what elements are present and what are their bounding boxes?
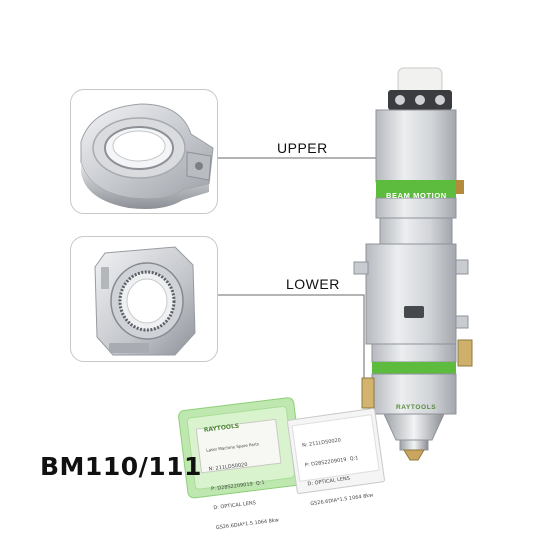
green-box-subtitle: Laser Machine Spare Parts xyxy=(205,440,260,453)
white-card-line: N: 211LDS0020 xyxy=(301,437,342,449)
white-card-line: GS26.6DIA*1.5 1064 8kw xyxy=(309,491,374,507)
white-card-line: D: OPTICAL LENS xyxy=(307,475,351,488)
green-box-line: GS26.6DIA*1.5 1064 8kw xyxy=(215,516,280,531)
upper-holder-image xyxy=(80,103,214,209)
green-box-label: RAYTOOLS Laser Machine Spare Parts N: 21… xyxy=(202,407,280,537)
lower-holder-thumbnail xyxy=(70,236,218,362)
raytools-head-brand: RAYTOOLS xyxy=(396,404,437,411)
white-card-label: N: 211LDS0020 P: D28S2209019 Q:1 D: OPTI… xyxy=(300,421,375,514)
upper-holder-thumbnail xyxy=(70,89,218,214)
green-box-line: D: OPTICAL LENS xyxy=(213,500,257,512)
upper-leader-dot xyxy=(379,155,385,161)
green-box-line: N: 211LDS0020 xyxy=(208,461,248,473)
green-box-brand: RAYTOOLS xyxy=(203,422,240,434)
lower-leader-dot xyxy=(379,386,385,392)
upper-label: UPPER xyxy=(277,140,328,156)
white-card-line: P: D28S2209019 Q:1 xyxy=(304,454,359,469)
lower-leader-line xyxy=(218,294,382,390)
lower-holder-image xyxy=(94,246,196,356)
green-box-line: P: D28S2209019 Q:1 xyxy=(210,479,265,492)
beam-motion-brand-band: BEAM MOTION xyxy=(386,191,447,200)
lower-label: LOWER xyxy=(286,276,340,292)
model-number: BM110/111 xyxy=(40,452,202,481)
